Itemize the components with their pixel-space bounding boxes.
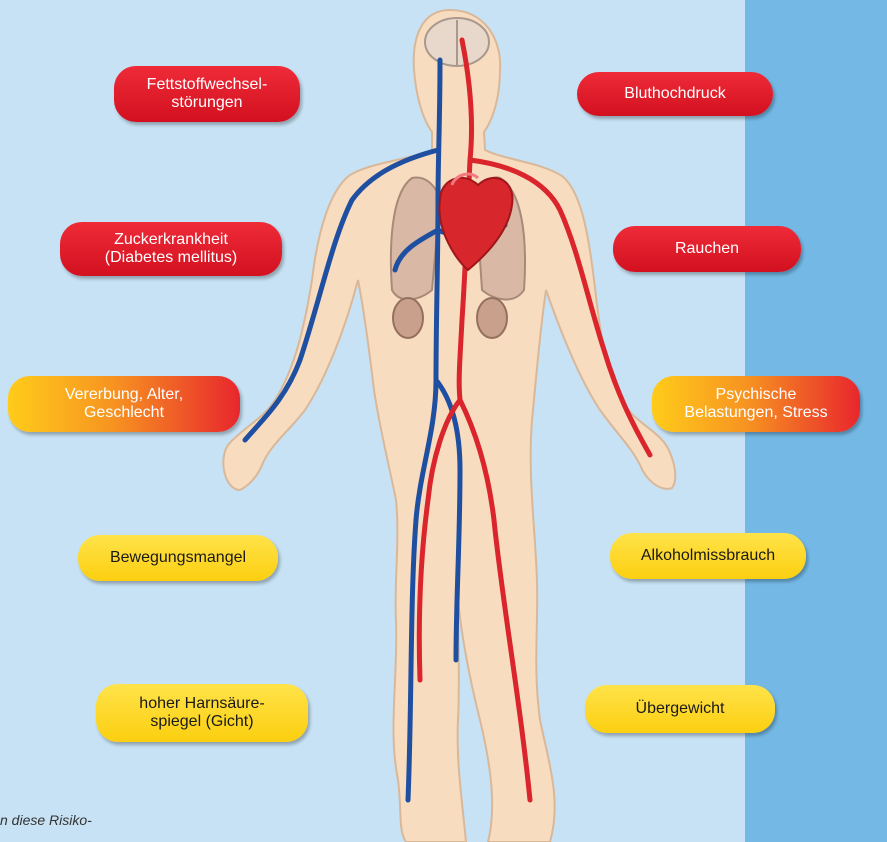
label-vererbung: Vererbung, Alter,Geschlecht — [8, 376, 240, 432]
label-bewegungsmangel: Bewegungsmangel — [78, 535, 278, 581]
label-uebergewicht: Übergewicht — [585, 685, 775, 733]
label-harnsaeure: hoher Harnsäure-spiegel (Gicht) — [96, 684, 308, 742]
label-bluthochdruck: Bluthochdruck — [577, 72, 773, 116]
label-fettstoffwechsel: Fettstoffwechsel-störungen — [114, 66, 300, 122]
label-zuckerkrankheit: Zuckerkrankheit(Diabetes mellitus) — [60, 222, 282, 276]
label-line: Geschlecht — [65, 404, 183, 422]
caption-text: n diese Risiko- — [0, 812, 92, 828]
label-line: (Diabetes mellitus) — [105, 249, 237, 267]
label-rauchen: Rauchen — [613, 226, 801, 272]
label-line: Bluthochdruck — [624, 85, 725, 103]
label-alkoholmissbrauch: Alkoholmissbrauch — [610, 533, 806, 579]
label-line: Vererbung, Alter, — [65, 386, 183, 404]
label-line: Alkoholmissbrauch — [641, 547, 775, 565]
label-line: hoher Harnsäure- — [139, 695, 264, 713]
label-line: spiegel (Gicht) — [139, 713, 264, 731]
label-line: Rauchen — [675, 240, 739, 258]
label-line: Übergewicht — [636, 700, 725, 718]
brain — [425, 18, 489, 66]
label-line: störungen — [147, 94, 268, 112]
label-line: Fettstoffwechsel- — [147, 76, 268, 94]
label-line: Zuckerkrankheit — [105, 231, 237, 249]
label-line: Psychische — [684, 386, 827, 404]
label-line: Bewegungsmangel — [110, 549, 246, 567]
label-line: Belastungen, Stress — [684, 404, 827, 422]
